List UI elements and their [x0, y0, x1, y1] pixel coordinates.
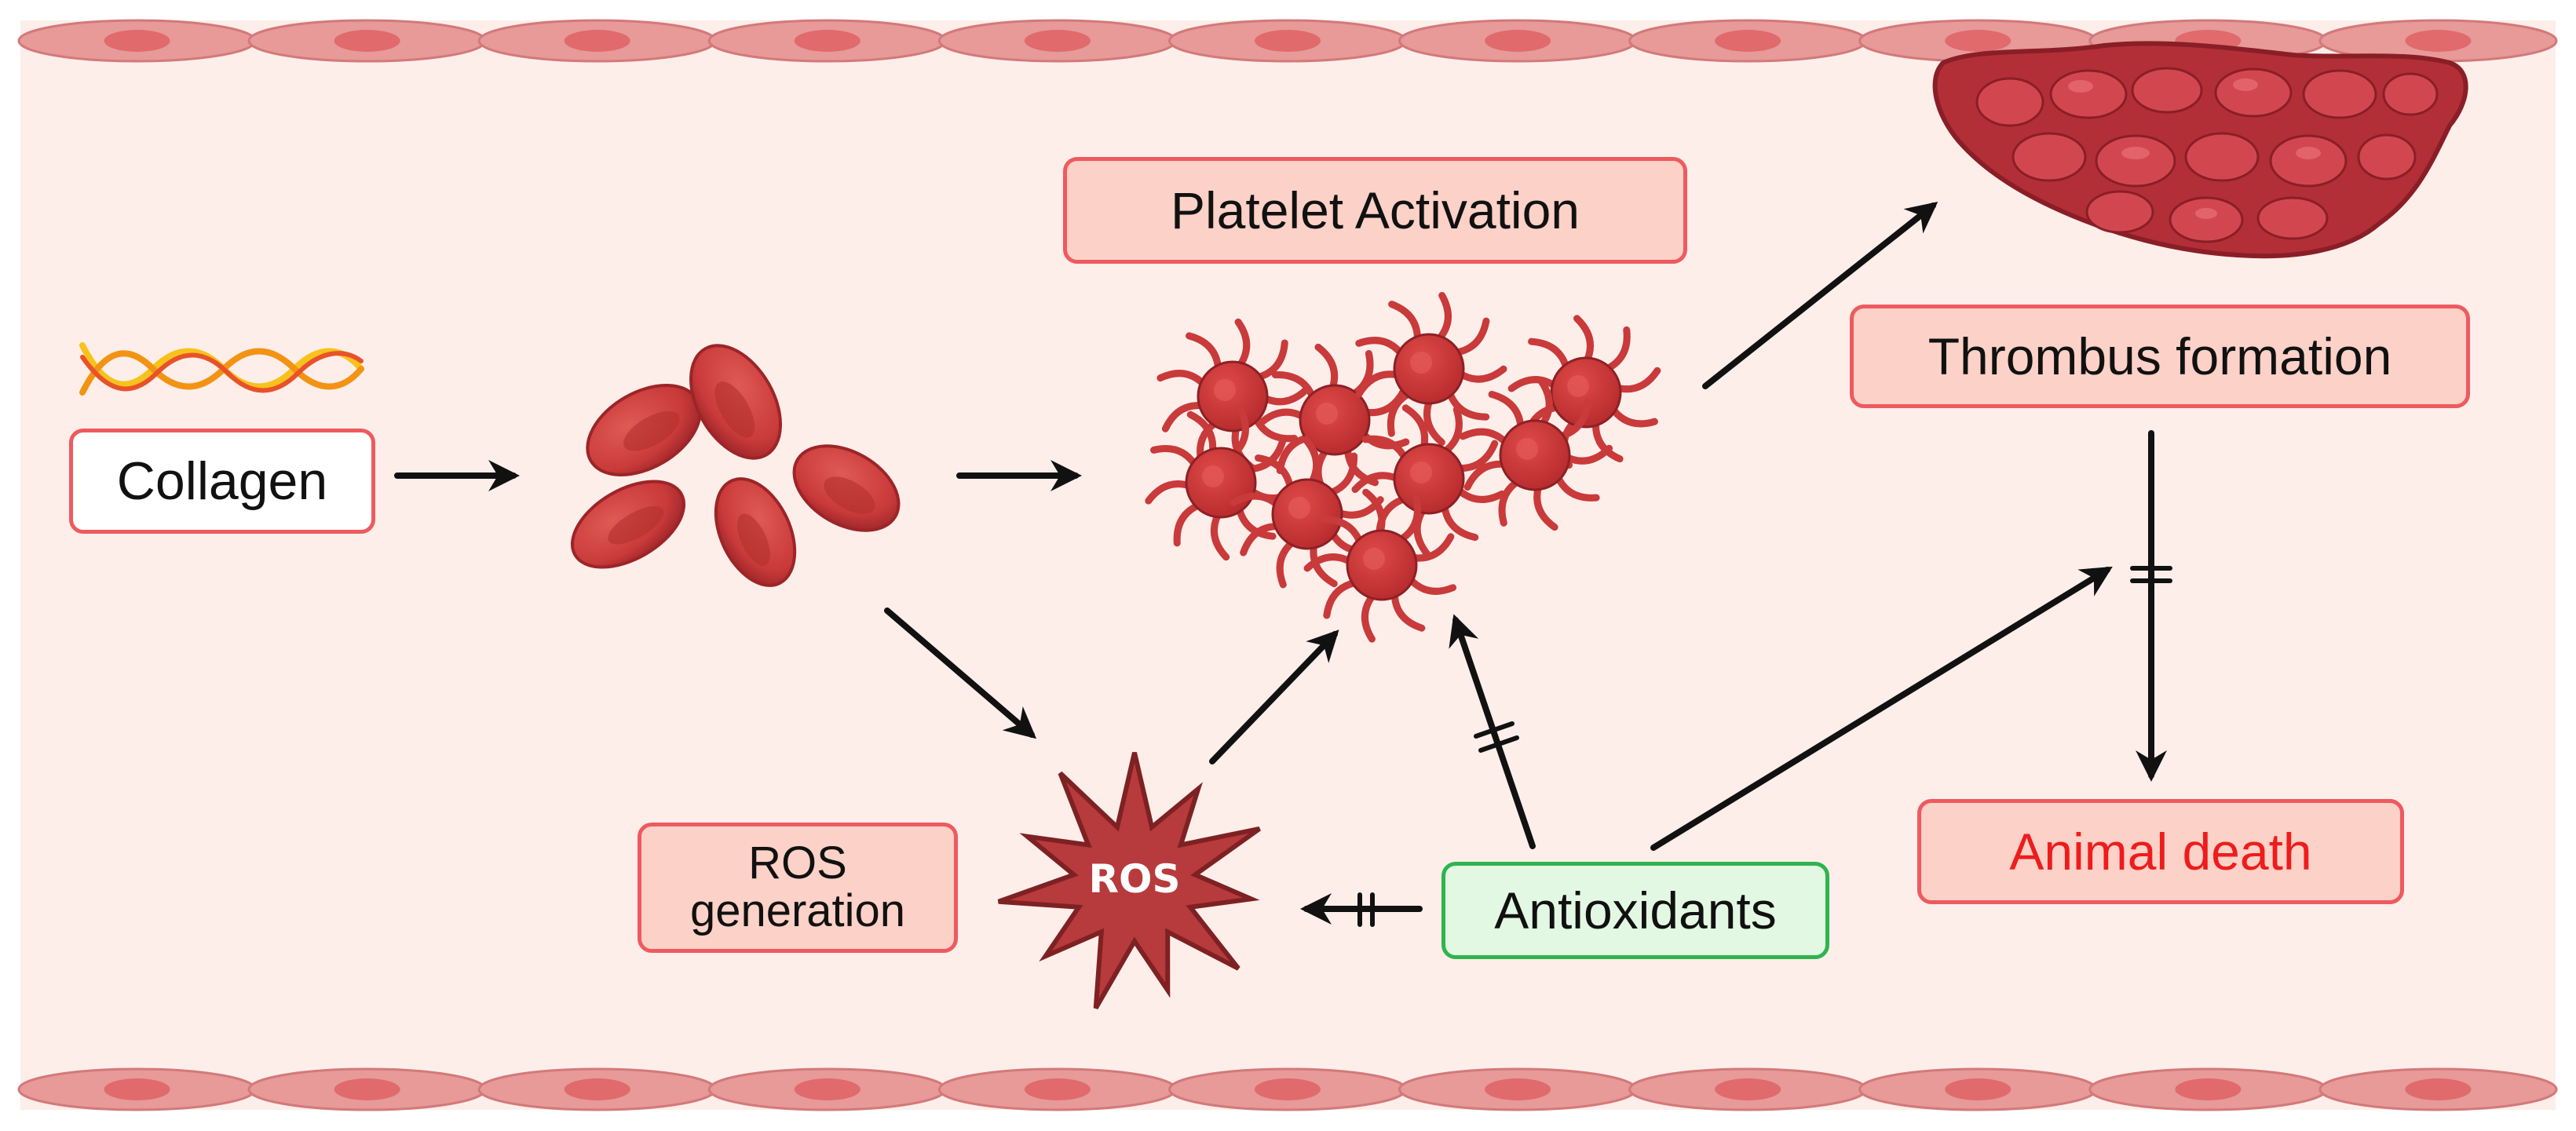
- platelet-activation-label: Platelet Activation: [1063, 157, 1687, 264]
- collagen-text: Collagen: [116, 451, 328, 511]
- inhibition-marks: [1357, 566, 2172, 927]
- vessel-wall-bottom: [17, 1067, 2558, 1111]
- ros-icon-label: ROS: [1088, 856, 1180, 902]
- endothelial-cell: [1167, 19, 1408, 63]
- endothelial-cell: [17, 19, 257, 63]
- arrow-antioxidants-to-activation: [1449, 614, 1536, 849]
- thrombus-formation-label: Thrombus formation: [1850, 305, 2470, 408]
- endothelial-cell: [2318, 19, 2558, 63]
- activated-platelet: [1507, 315, 1661, 469]
- animal-death-label: Animal death: [1917, 799, 2404, 904]
- endothelial-cell: [707, 1067, 947, 1111]
- arrow-activation-to-thrombus: [1702, 202, 1938, 389]
- page-margin-bottom: [0, 1110, 2576, 1131]
- endothelial-cell: [1398, 19, 1638, 63]
- endothelial-cell: [707, 19, 947, 63]
- endothelial-cell: [937, 19, 1177, 63]
- animal-death-text: Animal death: [2009, 823, 2312, 881]
- arrow-platelets-to-ros: [884, 607, 1037, 739]
- thrombus-formation-text: Thrombus formation: [1927, 327, 2392, 385]
- antioxidants-label: Antioxidants: [1441, 862, 1829, 959]
- collagen-label: Collagen: [69, 429, 375, 534]
- inhibition-mark-ros: [1357, 892, 1375, 927]
- endothelial-cell: [1858, 1067, 2098, 1111]
- endothelial-cell: [2088, 1067, 2328, 1111]
- endothelial-cell: [1167, 1067, 1408, 1111]
- vessel-wall-top: [17, 19, 2558, 63]
- arrow-antioxidants-to-thrombus-path: [1650, 566, 2113, 851]
- platelet-activation-text: Platelet Activation: [1171, 181, 1580, 239]
- ros-generation-text-line2: generation: [689, 885, 906, 936]
- antioxidants-text: Antioxidants: [1494, 881, 1777, 939]
- arrow-ros-to-activation: [1209, 629, 1339, 764]
- ros-generation-text-line1: ROS: [748, 837, 847, 889]
- endothelial-cell: [2318, 1067, 2558, 1111]
- ros-burst-icon: ROS: [997, 752, 1261, 1009]
- endothelial-cell: [1628, 1067, 1868, 1111]
- endothelial-cell: [937, 1067, 1177, 1111]
- activated-platelet: [1303, 488, 1457, 643]
- inhibition-mark-activation: [1474, 721, 1519, 753]
- page-margin-top: [0, 0, 2576, 20]
- resting-platelets-icon: [570, 344, 901, 587]
- endothelial-cell: [247, 1067, 487, 1111]
- ros-generation-label: ROS generation: [638, 823, 958, 953]
- activated-platelets-icon: [1145, 291, 1661, 643]
- inhibition-mark-death: [2130, 566, 2172, 583]
- endothelial-cell: [247, 19, 487, 63]
- page-margin-right: [2556, 0, 2576, 1131]
- activated-platelet: [1355, 291, 1507, 447]
- endothelial-cell: [1628, 19, 1868, 63]
- collagen-helix-icon: [79, 342, 364, 396]
- arrows: [394, 202, 2167, 925]
- endothelial-cell: [1398, 1067, 1638, 1111]
- activated-platelet: [1459, 377, 1613, 531]
- thrombus-icon: [1932, 41, 2468, 259]
- endothelial-cell: [477, 1067, 717, 1111]
- endothelial-cell: [477, 19, 717, 63]
- page-margin-left: [0, 0, 20, 1131]
- endothelial-cell: [17, 1067, 257, 1111]
